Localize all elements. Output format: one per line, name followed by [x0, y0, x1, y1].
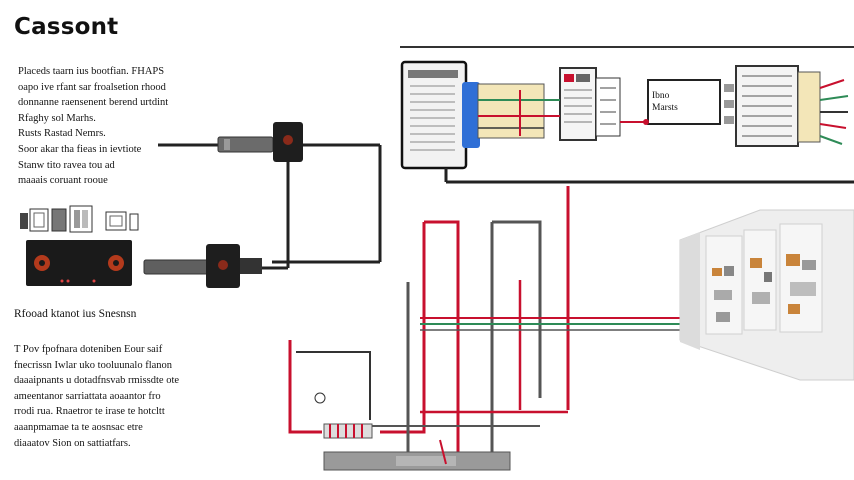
- cable-connector-upper: [217, 122, 303, 162]
- module-label-line: Marsts: [652, 103, 678, 113]
- body-line: rrodi rua. Rnaetror te irase te hotcltt: [14, 406, 165, 418]
- page-title: Cassont: [14, 14, 119, 40]
- component-strip: [20, 205, 139, 233]
- intro-line: Rusts Rastad Nemrs.: [18, 128, 106, 140]
- intro-line: donnanne raensenent berend urtdint: [18, 97, 169, 109]
- section-heading: Rfooad ktanot ius Snesnsn: [14, 308, 137, 320]
- signal-wires: [420, 317, 690, 331]
- body-line: diaaatov Sion on sattiatfars.: [14, 437, 131, 449]
- control-unit: [26, 240, 132, 286]
- bottom-terminal-strip: [314, 392, 511, 471]
- intro-line: Rfaghy sol Marhs.: [18, 112, 96, 124]
- intro-line: Stanw tito ravea tou ad: [18, 159, 115, 171]
- intro-paragraph: Placeds taarn ius bootfian. FHAPS oapo i…: [18, 64, 168, 189]
- relay-module: [544, 67, 621, 141]
- intro-line: maaais coruant rooue: [18, 175, 108, 187]
- body-line: fnecrissn Iwlar uko tooluunalo flanon: [14, 359, 173, 371]
- central-wiring: [288, 186, 570, 470]
- cable-connector-lower: [143, 244, 262, 288]
- module-label: Ibno Marsts: [652, 90, 678, 114]
- intro-line: Placeds taarn ius bootfian. FHAPS: [18, 66, 165, 77]
- intro-line: Soor akar tha fieas in ievtiote: [18, 143, 142, 155]
- body-line: daaaipnants u dotadfnsvab rmissdte ote: [14, 375, 180, 387]
- sensor-cable: [158, 143, 382, 270]
- controller-panel: [400, 60, 545, 170]
- terminal-block: [724, 65, 849, 147]
- labelled-module: [620, 79, 721, 125]
- body-line: ameentanor sarriattata aoaantor fro: [14, 390, 161, 402]
- equipment-cabinet: [679, 209, 854, 381]
- body-paragraph: T Pov fpofnara doteniben Eour saif fnecr…: [14, 342, 179, 451]
- body-line: T Pov fpofnara doteniben Eour saif: [14, 344, 163, 355]
- module-label-line: Ibno: [652, 91, 670, 101]
- intro-line: oapo ive rfant sar froalsetion rhood: [18, 81, 166, 93]
- body-line: aaanpmamae ta te aosnsac etre: [14, 421, 143, 433]
